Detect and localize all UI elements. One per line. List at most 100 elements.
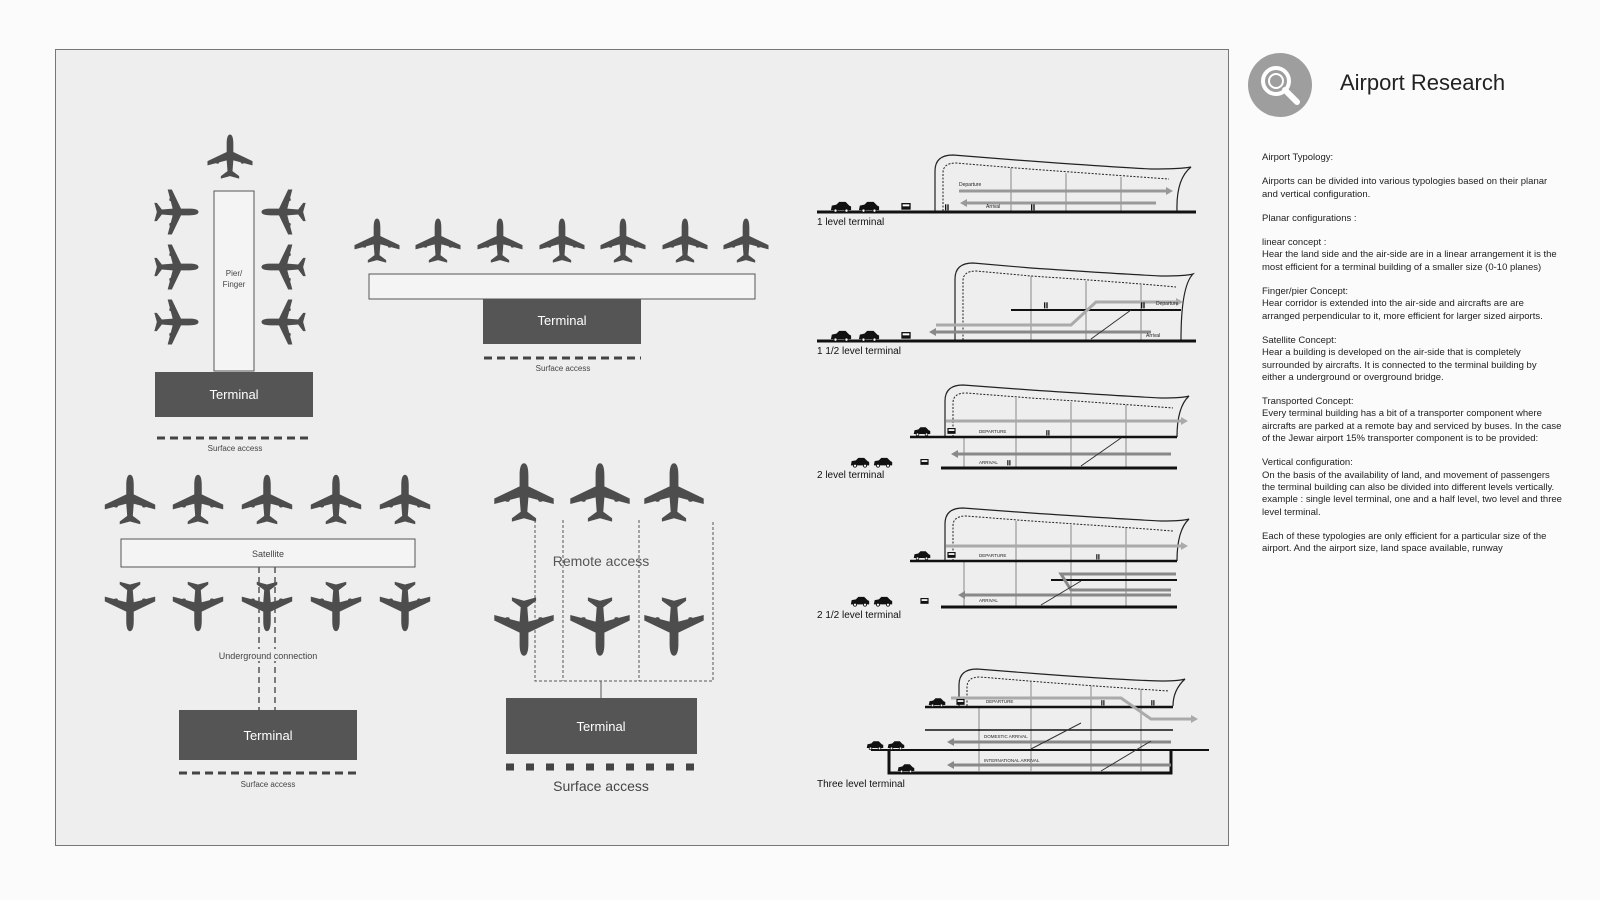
terminal-block [179, 710, 357, 760]
linear-plan: Terminal Surface access [354, 218, 769, 373]
terminal-block [506, 698, 697, 754]
departure-label: Departure [1156, 301, 1178, 307]
roof-outline [944, 384, 1190, 438]
aircraft-icon [241, 581, 293, 632]
bus-icon [901, 203, 911, 210]
car-icon [913, 426, 931, 437]
roof-truss [952, 515, 1174, 561]
escalator [1040, 580, 1082, 606]
section-satellite: Satellite Concept: Hear a building is de… [1262, 335, 1562, 384]
section-transported: Transported Concept: Every terminal buil… [1262, 396, 1562, 445]
section-body: Hear the land side and the air-side are … [1262, 249, 1557, 273]
pier-corridor [213, 190, 255, 372]
bus-route [534, 520, 714, 682]
escalator [1090, 309, 1132, 340]
car-icon [897, 763, 915, 774]
section-body: On the basis of the availability of land… [1262, 469, 1562, 518]
aircraft-icon [310, 474, 362, 525]
section-label: 1 1/2 level terminal [817, 346, 901, 357]
roof-outline [934, 154, 1192, 212]
section-title: Vertical configuration: [1262, 457, 1353, 469]
side-panel: Airport Research Airport Typology: Airpo… [1235, 40, 1575, 860]
section-body: Hear corridor is extended into the air-s… [1262, 298, 1543, 322]
surface-access-label: Surface access [208, 444, 263, 453]
aircraft-icon [379, 474, 431, 525]
person-icon [1101, 700, 1105, 706]
section-label: 1 level terminal [817, 217, 884, 228]
person-icon [1046, 430, 1050, 436]
closing-text: Each of these typologies are only effici… [1262, 530, 1547, 555]
roof-truss [952, 392, 1174, 437]
departure-label: Departure [959, 182, 981, 188]
departure-arrow [951, 696, 1191, 721]
person-icon [1031, 204, 1035, 211]
aircraft-icon [154, 244, 199, 290]
terminal-label: Terminal [209, 387, 258, 402]
aircraft-icon [644, 597, 704, 656]
car-icon [913, 550, 931, 561]
bus-icon [947, 428, 956, 434]
arrow-head [1166, 187, 1173, 195]
arrow-head [1181, 542, 1188, 550]
departure-label: DEPARTURE [986, 699, 1013, 704]
section-3-level: DEPARTURE DOMESTIC ARRIVAL INTERNATIONAL… [817, 668, 1209, 790]
arrow-head [1181, 417, 1188, 425]
aircraft-icon [104, 581, 156, 632]
aircraft-icon [600, 218, 646, 263]
departure-arrow [936, 300, 1176, 327]
bus-icon [901, 332, 911, 339]
aircraft-icon [477, 218, 523, 263]
roof-truss [942, 162, 1170, 211]
car-icon [850, 596, 870, 607]
section-1-5-level: Departure Arrival 1 1/2 level terminal [817, 262, 1196, 357]
basement-slab [887, 750, 1173, 775]
aircraft-icon [570, 463, 630, 522]
remote-plan: Remote access Terminal Surface access [494, 463, 714, 794]
underground-label: Underground connection [219, 651, 318, 661]
aircraft-icon [310, 581, 362, 632]
section-body: Every terminal building has a bit of a t… [1262, 408, 1562, 445]
roof-outline [944, 507, 1190, 562]
typology-diagrams: Pier/ Finger Terminal Surface access Ter… [104, 134, 1209, 794]
arrival-label: Arrival [1146, 333, 1160, 339]
international-arrival-label: INTERNATIONAL ARRIVAL [984, 758, 1040, 763]
arrival-label: Arrival [986, 204, 1000, 210]
car-icon [887, 740, 905, 751]
aircraft-icon [662, 218, 708, 263]
diagram-board: Pier/ Finger Terminal Surface access Ter… [55, 49, 1229, 846]
departure-label: DEPARTURE [979, 429, 1006, 434]
aircraft-icon [570, 597, 630, 656]
section-1-level: Departure Arrival 1 level terminal [817, 154, 1196, 228]
car-icon [928, 697, 946, 708]
satellite-building [120, 538, 416, 568]
terminal-block [155, 372, 313, 417]
person-icon [1007, 460, 1011, 466]
arrow-head [947, 738, 954, 746]
aircraft-icon [494, 597, 554, 656]
aircraft-icon [261, 244, 306, 290]
heading-planar: Planar configurations : [1262, 212, 1357, 224]
aircraft-icon [172, 474, 224, 525]
pier-label: Pier/ [226, 269, 243, 278]
section-2-level: DEPARTURE ARRIVAL 2 level terminal [817, 384, 1190, 481]
arrow-head [960, 199, 967, 207]
typology-description: Airport Typology: Airports can be divide… [1262, 152, 1562, 567]
car-icon [873, 457, 893, 468]
car-icon [850, 457, 870, 468]
arrow-head [947, 761, 954, 769]
linear-concourse [368, 273, 756, 300]
label-backdrop [237, 649, 297, 661]
section-label: 2 1/2 level terminal [817, 610, 901, 621]
roof-outline [954, 262, 1196, 341]
arrow-head [951, 450, 958, 458]
person-icon [1151, 700, 1155, 706]
aircraft-icon [154, 299, 199, 345]
aircraft-icon [241, 474, 293, 525]
bus-icon [920, 459, 929, 465]
person-icon [1044, 302, 1048, 309]
section-finger: Finger/pier Concept: Hear corridor is ex… [1262, 286, 1562, 323]
aircraft-icon [415, 218, 461, 263]
aircraft-icon [104, 474, 156, 525]
section-label: 2 level terminal [817, 470, 884, 481]
section-2-5-level: DEPARTURE ARRIVAL 2 1/2 level terminal [817, 507, 1190, 621]
